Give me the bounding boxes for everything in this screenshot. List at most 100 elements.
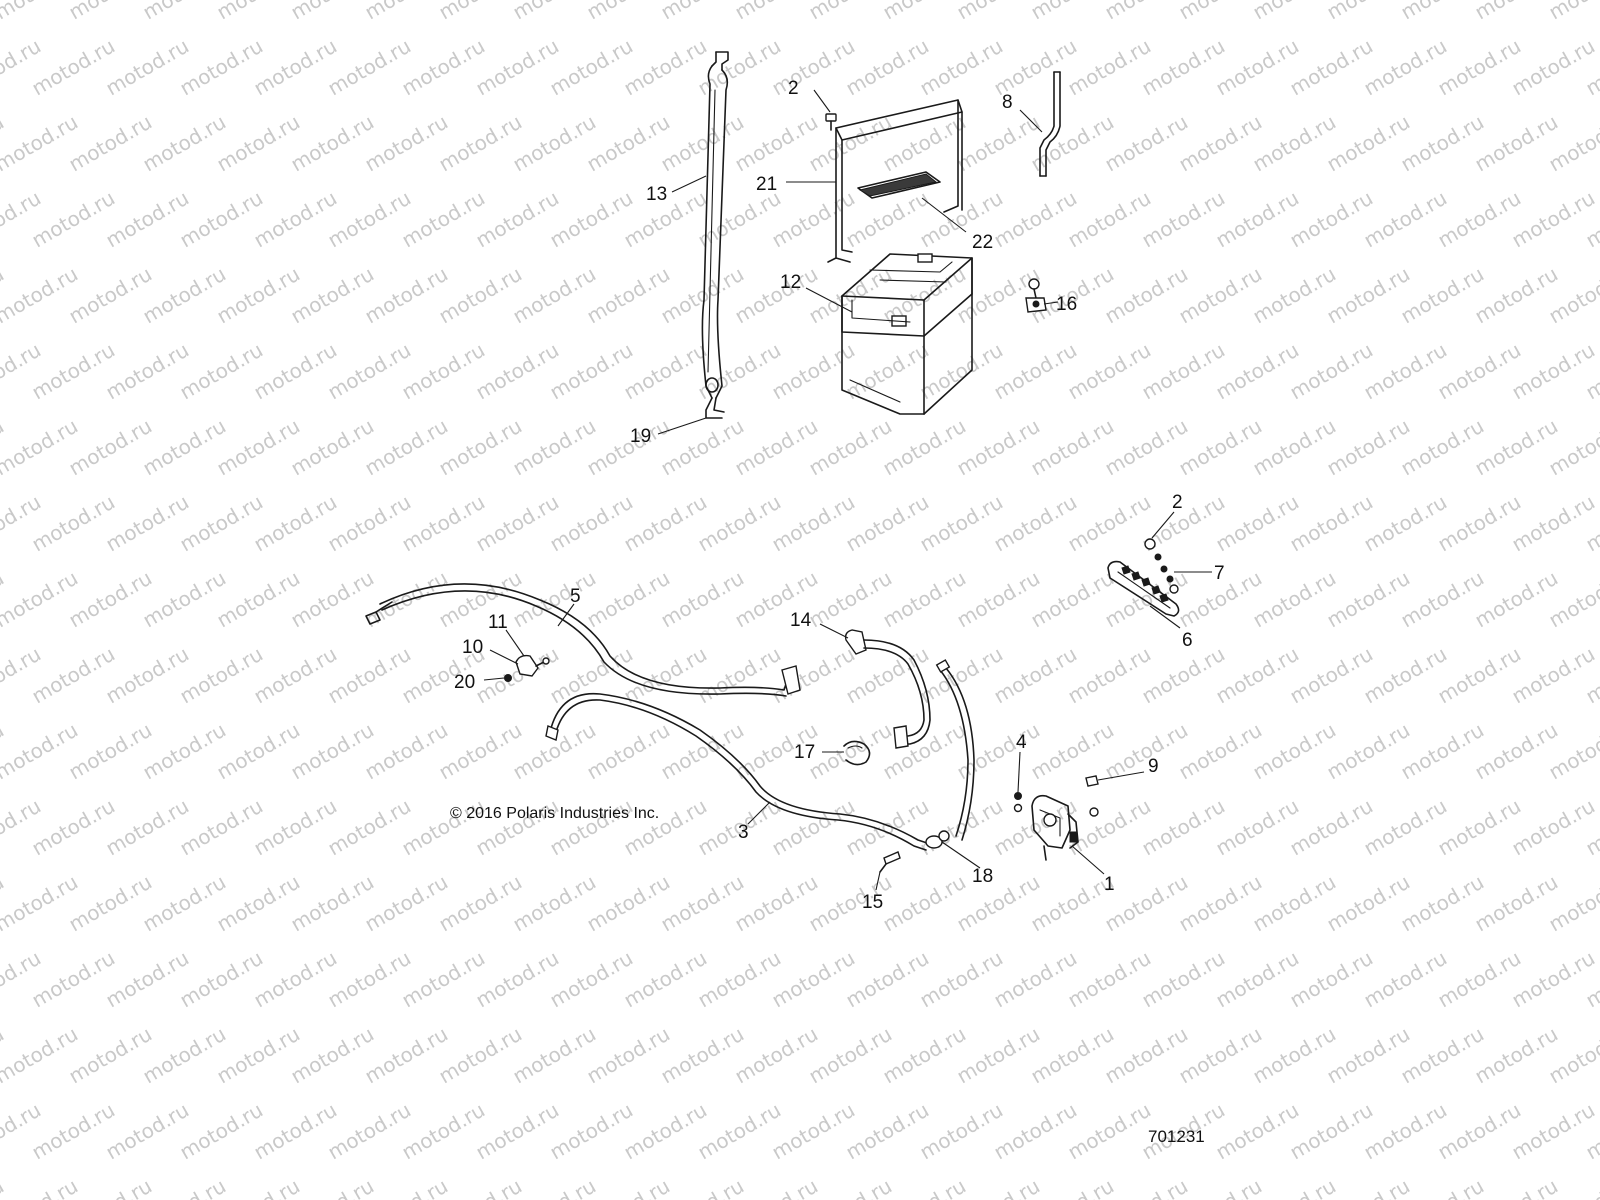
watermark-text: motod.ru [1323, 1022, 1414, 1089]
watermark-text: motod.ru [1138, 946, 1229, 1013]
watermark-text: motod.ru [1175, 718, 1266, 785]
watermark-text: motod.ru [1508, 946, 1599, 1013]
watermark-text: motod.ru [1101, 110, 1192, 177]
watermark-text: motod.ru [1249, 566, 1340, 633]
watermark-text: motod.ru [546, 490, 637, 557]
watermark-text: motod.ru [583, 262, 674, 329]
watermark-text: motod.ru [472, 186, 563, 253]
callout-8: 8 [1002, 92, 1013, 113]
watermark-text: motod.ru [1175, 1022, 1266, 1089]
watermark-text: motod.ru [1212, 338, 1303, 405]
watermark-text: motod.ru [768, 34, 859, 101]
watermark-text: motod.ru [990, 794, 1081, 861]
watermark-text: motod.ru [65, 414, 156, 481]
watermark-text: motod.ru [324, 338, 415, 405]
watermark-text: motod.ru [176, 794, 267, 861]
watermark-text: motod.ru [916, 642, 1007, 709]
terminal-block [1107, 538, 1180, 617]
watermark-text: motod.ru [1212, 186, 1303, 253]
watermark-text: motod.ru [28, 186, 119, 253]
watermark-text: motod.ru [694, 34, 785, 101]
watermark-text: motod.ru [1138, 34, 1229, 101]
watermark-text: motod.ru [620, 338, 711, 405]
watermark-text: motod.ru [250, 1098, 341, 1165]
callout-5: 5 [570, 586, 581, 607]
watermark-text: motod.ru [1508, 1098, 1599, 1165]
watermark-text: motod.ru [583, 566, 674, 633]
callout-13: 13 [646, 184, 667, 205]
watermark-text: motod.ru [1471, 1022, 1562, 1089]
watermark-text: motod.ru [546, 946, 637, 1013]
watermark-text: motod.ru [546, 186, 637, 253]
watermark-text: motod.ru [65, 110, 156, 177]
watermark-text: motod.ru [842, 338, 933, 405]
watermark-text: motod.ru [1471, 870, 1562, 937]
watermark-text: motod.ru [731, 1022, 822, 1089]
watermark-text: motod.ru [287, 870, 378, 937]
watermark-text: motod.ru [139, 414, 230, 481]
watermark-text: motod.ru [879, 414, 970, 481]
watermark-text: motod.ru [583, 870, 674, 937]
watermark-text: motod.ru [28, 642, 119, 709]
watermark-text: motod.ru [28, 1098, 119, 1165]
watermark-text: motod.ru [953, 566, 1044, 633]
watermark-text: motod.ru [435, 414, 526, 481]
watermark-text: motod.ru [213, 1022, 304, 1089]
watermark-text: motod.ru [1360, 794, 1451, 861]
watermark-text: motod.ru [583, 110, 674, 177]
watermark-text: motod.ru [657, 566, 748, 633]
watermark-text: motod.ru [990, 946, 1081, 1013]
watermark-text: motod.ru [731, 414, 822, 481]
watermark-text: motod.ru [657, 1022, 748, 1089]
watermark-text: motod.ru [250, 642, 341, 709]
watermark-text: motod.ru [1471, 566, 1562, 633]
watermark-text: motod.ru [139, 1022, 230, 1089]
watermark-text: motod.ru [1508, 490, 1599, 557]
watermark-text: motod.ru [768, 490, 859, 557]
watermark-text: motod.ru [916, 34, 1007, 101]
watermark-text: motod.ru [1323, 870, 1414, 937]
watermark-text: motod.ru [176, 1098, 267, 1165]
watermark-text: motod.ru [176, 642, 267, 709]
watermark-text: motod.ru [1175, 870, 1266, 937]
callout-20: 20 [454, 672, 475, 693]
watermark-text: motod.ru [1138, 338, 1229, 405]
watermark-text: motod.ru [250, 34, 341, 101]
document-number: 701231 [1148, 1127, 1205, 1146]
watermark-text: motod.ru [842, 34, 933, 101]
callout-2-right: 2 [1172, 492, 1183, 513]
watermark-text: motod.ru [1508, 794, 1599, 861]
watermark-text: motod.ru [139, 262, 230, 329]
watermark-text: motod.ru [509, 566, 600, 633]
watermark-text: motod.ru [1434, 490, 1525, 557]
watermark-text: motod.ru [842, 794, 933, 861]
watermark-text: motod.ru [65, 1022, 156, 1089]
callout-10: 10 [462, 637, 483, 658]
watermark-text: motod.ru [1064, 1098, 1155, 1165]
watermark-text: motod.ru [1064, 34, 1155, 101]
watermark-text: motod.ru [509, 870, 600, 937]
watermark-text: motod.ru [1027, 414, 1118, 481]
watermark-text: motod.ru [324, 34, 415, 101]
watermark-text: motod.ru [361, 870, 452, 937]
watermark-text: motod.ru [1101, 718, 1192, 785]
watermark-text: motod.ru [509, 1022, 600, 1089]
watermark-text: motod.ru [398, 946, 489, 1013]
watermark-text: motod.ru [65, 870, 156, 937]
watermark-text: motod.ru [1064, 490, 1155, 557]
watermark-text: motod.ru [1323, 718, 1414, 785]
watermark-text: motod.ru [435, 1022, 526, 1089]
watermark-text: motod.ru [324, 642, 415, 709]
battery-bracket [827, 99, 963, 263]
watermark-text: motod.ru [287, 718, 378, 785]
watermark-text: motod.ru [176, 338, 267, 405]
watermark-text: motod.ru [287, 262, 378, 329]
terminal-hardware [1025, 278, 1047, 313]
watermark-text: motod.ru [1286, 34, 1377, 101]
watermark-text: motod.ru [139, 718, 230, 785]
watermark-text: motod.ru [472, 338, 563, 405]
watermark-text: motod.ru [657, 110, 748, 177]
watermark-text: motod.ru [1508, 34, 1599, 101]
watermark-text: motod.ru [472, 642, 563, 709]
watermark-text: motod.ru [250, 490, 341, 557]
